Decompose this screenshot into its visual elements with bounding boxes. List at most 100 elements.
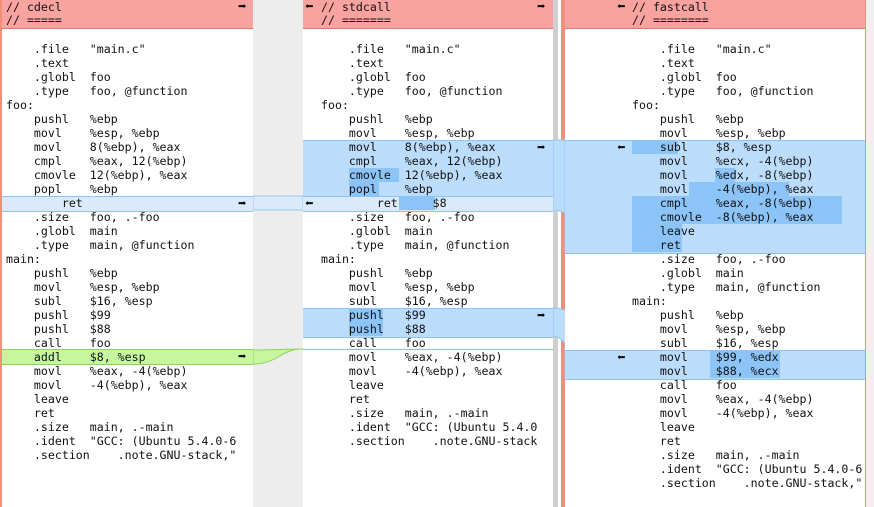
code-line[interactable]: cmpl %eax, 12(%ebp)	[6, 154, 188, 168]
code-line[interactable]: .text	[321, 56, 384, 70]
code-line[interactable]: pushl %ebp	[321, 112, 433, 126]
pane-divider-2[interactable]	[561, 0, 565, 507]
code-line[interactable]: .type foo, @function	[321, 84, 503, 98]
code-line[interactable]: cmpl %eax, 12(%ebp)	[321, 154, 503, 168]
code-line[interactable]: .globl main	[321, 224, 433, 238]
code-line[interactable]: call foo	[6, 336, 111, 350]
code-line[interactable]: popl %ebp	[321, 182, 433, 196]
code-line[interactable]: .size foo, .-foo	[321, 210, 475, 224]
code-line[interactable]: cmpl %eax, -8(%ebp)	[632, 196, 814, 210]
code-line[interactable]: ret	[321, 392, 370, 406]
code-line[interactable]: leave	[321, 378, 384, 392]
code-line[interactable]: main:	[321, 252, 356, 266]
pane-fastcall[interactable]: // fastcall// ======== .file "main.c" .t…	[565, 0, 865, 507]
code-line[interactable]: .type main, @function	[632, 280, 821, 294]
right-arrow-icon[interactable]: ➡	[238, 196, 247, 212]
right-arrow-icon[interactable]: ➡	[238, 0, 247, 15]
code-line[interactable]	[565, 28, 865, 42]
left-arrow-icon[interactable]: ⬅	[305, 196, 314, 212]
code-line[interactable]: cmovle 12(%ebp), %eax	[6, 168, 188, 182]
code-line[interactable]: movl -4(%ebp), %eax	[632, 406, 814, 420]
code-line[interactable]: .globl main	[632, 266, 744, 280]
code-line[interactable]: movl %edx, -8(%ebp)	[632, 168, 814, 182]
right-arrow-icon[interactable]: ➡	[238, 349, 247, 365]
code-line[interactable]: ret	[632, 238, 681, 252]
code-line[interactable]: .text	[6, 56, 69, 70]
code-line[interactable]: foo:	[632, 98, 660, 112]
code-line[interactable]: .size main, .-main	[321, 406, 489, 420]
code-line[interactable]: movl %esp, %ebp	[6, 126, 160, 140]
code-line[interactable]: .size main, .-main	[632, 448, 800, 462]
code-line[interactable]: movl %esp, %ebp	[6, 280, 160, 294]
code-line[interactable]: pushl %ebp	[6, 266, 118, 280]
left-arrow-icon[interactable]: ⬅	[617, 140, 626, 156]
code-line[interactable]: .ident "GCC: (Ubuntu 5.4.0-6	[632, 462, 863, 476]
code-line[interactable]: .globl main	[6, 224, 118, 238]
code-line[interactable]: cmovle -8(%ebp), %eax	[632, 210, 814, 224]
code-line[interactable]: pushl $99	[321, 308, 426, 322]
code-line[interactable]: movl 8(%ebp), %eax	[321, 140, 496, 154]
code-line[interactable]: pushl %ebp	[632, 112, 744, 126]
code-line[interactable]: pushl $88	[321, 322, 426, 336]
code-line[interactable]: movl %esp, %ebp	[632, 322, 786, 336]
code-line[interactable]: .type foo, @function	[632, 84, 814, 98]
code-line[interactable]: pushl $99	[6, 308, 111, 322]
left-arrow-icon[interactable]: ⬅	[617, 0, 626, 15]
left-arrow-icon[interactable]: ⬅	[617, 350, 626, 366]
code-line[interactable]: addl $8, %esp	[6, 350, 146, 364]
scrollbar-right[interactable]	[865, 0, 874, 507]
code-line[interactable]: .size foo, .-foo	[6, 210, 160, 224]
code-line[interactable]: ret	[6, 196, 83, 210]
code-line[interactable]: foo:	[6, 98, 34, 112]
code-line[interactable]: subl $16, %esp	[632, 336, 779, 350]
code-line[interactable]: popl %ebp	[6, 182, 118, 196]
code-line[interactable]: call foo	[321, 336, 426, 350]
code-line[interactable]: main:	[632, 294, 667, 308]
code-line[interactable]: movl 8(%ebp), %eax	[6, 140, 181, 154]
code-line[interactable]: .globl foo	[6, 70, 111, 84]
code-line[interactable]: movl %esp, %ebp	[321, 126, 475, 140]
right-arrow-icon[interactable]: ➡	[537, 308, 546, 324]
code-line[interactable]: movl $88, %ecx	[632, 364, 779, 378]
code-line[interactable]: .type foo, @function	[6, 84, 188, 98]
code-line[interactable]: .file "main.c"	[321, 42, 461, 56]
code-line[interactable]	[2, 28, 253, 42]
pane-divider-1[interactable]	[553, 0, 558, 507]
code-line[interactable]: pushl %ebp	[321, 266, 433, 280]
code-line[interactable]	[303, 28, 553, 42]
code-line[interactable]: pushl $88	[6, 322, 111, 336]
code-line[interactable]: ret $8	[321, 196, 447, 210]
code-line[interactable]: ret	[632, 434, 681, 448]
code-line[interactable]: .section .note.GNU-stack,"	[6, 448, 237, 462]
code-line[interactable]: movl -4(%ebp), %eax	[321, 364, 503, 378]
pane-cdecl[interactable]: // cdecl// ===== .file "main.c" .text .g…	[0, 0, 253, 507]
code-line[interactable]: movl -4(%ebp), %eax	[6, 378, 188, 392]
code-line[interactable]: .globl foo	[632, 70, 737, 84]
code-line[interactable]: subl $16, %esp	[6, 294, 153, 308]
code-line[interactable]: .size foo, .-foo	[632, 252, 786, 266]
code-line[interactable]: cmovle 12(%ebp), %eax	[321, 168, 503, 182]
code-line[interactable]: subl $8, %esp	[632, 140, 772, 154]
code-line[interactable]: main:	[6, 252, 41, 266]
code-line[interactable]: movl $99, %edx	[632, 350, 779, 364]
pane-stdcall[interactable]: // stdcall// ======= .file "main.c" .tex…	[303, 0, 553, 507]
code-line[interactable]: .section .note.GNU-stack	[321, 434, 538, 448]
code-line[interactable]: leave	[632, 224, 695, 238]
right-arrow-icon[interactable]: ➡	[537, 140, 546, 156]
code-line[interactable]: movl %ecx, -4(%ebp)	[632, 154, 814, 168]
code-line[interactable]: .type main, @function	[321, 238, 510, 252]
code-line[interactable]: subl $16, %esp	[321, 294, 468, 308]
left-arrow-icon[interactable]: ⬅	[305, 0, 314, 15]
code-line[interactable]: .type main, @function	[6, 238, 195, 252]
code-line[interactable]: foo:	[321, 98, 349, 112]
code-line[interactable]: movl %esp, %ebp	[632, 126, 786, 140]
code-line[interactable]: pushl %ebp	[632, 308, 744, 322]
code-line[interactable]: movl -4(%ebp), %eax	[632, 182, 814, 196]
code-line[interactable]: .ident "GCC: (Ubuntu 5.4.0-6	[6, 434, 237, 448]
code-line[interactable]: movl %eax, -4(%ebp)	[321, 350, 503, 364]
code-line[interactable]: movl %eax, -4(%ebp)	[632, 392, 814, 406]
code-line[interactable]: pushl %ebp	[6, 112, 118, 126]
code-line[interactable]: .file "main.c"	[632, 42, 772, 56]
code-line[interactable]: .ident "GCC: (Ubuntu 5.4.0	[321, 420, 538, 434]
code-line[interactable]: .file "main.c"	[6, 42, 146, 56]
